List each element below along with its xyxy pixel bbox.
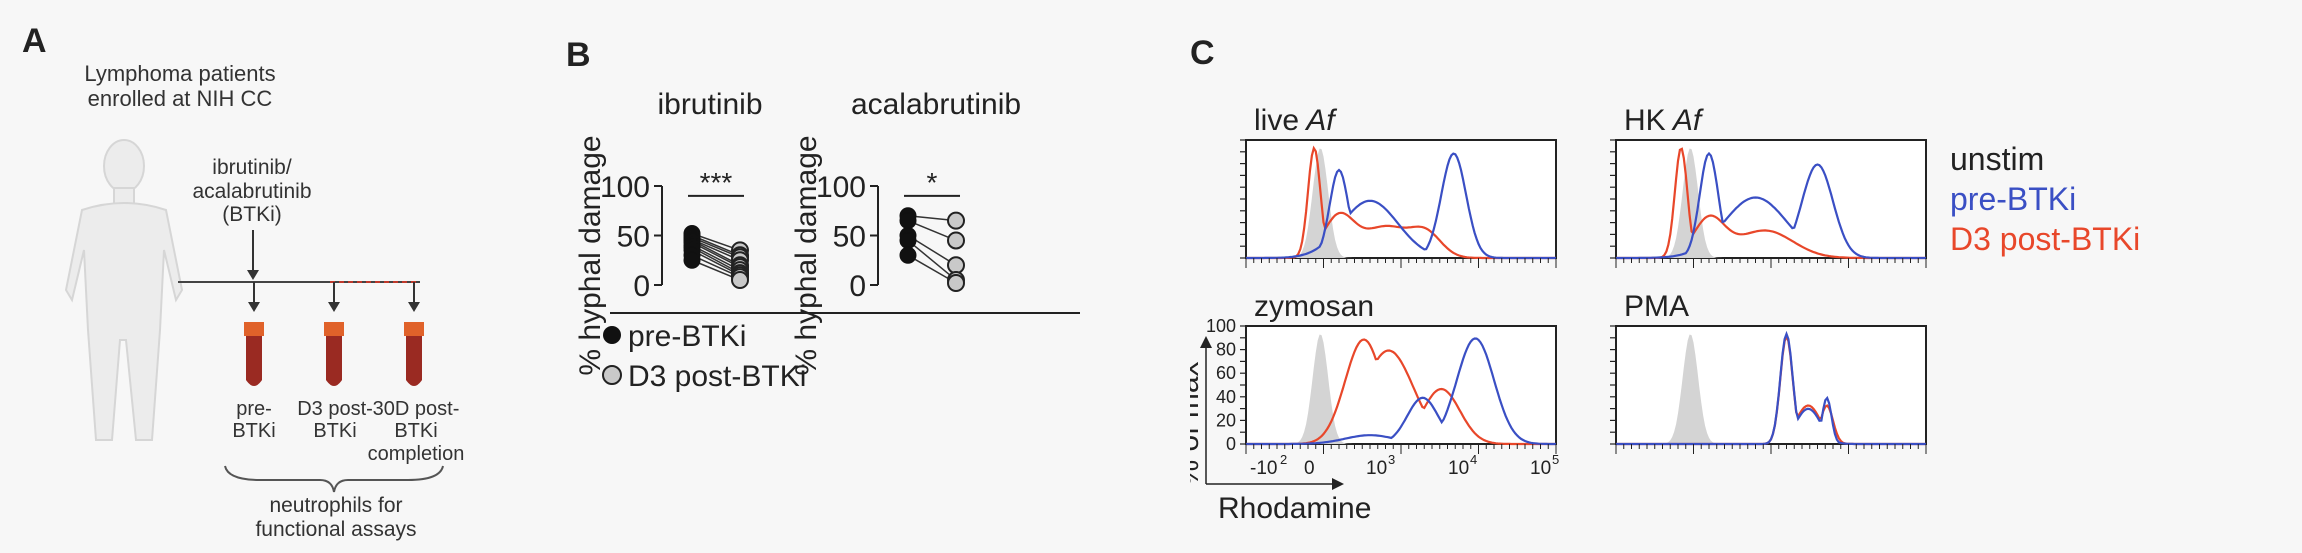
x-axis-label: Rhodamine [1218, 492, 1371, 525]
pre-btki-point [899, 246, 917, 264]
tube1-label-line1: pre- [236, 398, 272, 420]
x-tick-label: 0 [1304, 458, 1315, 479]
y-tick-label: 100 [600, 171, 650, 204]
blood-tube-icon [404, 322, 424, 386]
post-btki-point [947, 231, 965, 250]
post-btki-point [947, 211, 965, 230]
x-tick-label: -10 [1250, 458, 1277, 479]
y-tick-label: 0 [633, 270, 650, 303]
tube2-label-line2: BTKi [313, 420, 357, 443]
pre-btki-point [899, 231, 917, 249]
panel-c-letter: C [1190, 34, 1215, 72]
drug-label-line3: (BTKi) [222, 203, 282, 227]
post-btki-point [947, 274, 965, 293]
panel-b-letter: B [566, 36, 591, 74]
y-axis-label: % hyphal damage [574, 135, 607, 375]
post-btki-point [947, 256, 965, 275]
post-btki-point [731, 271, 749, 290]
x-arrow-head [1332, 478, 1344, 490]
plot-title: acalabrutinib [851, 88, 1021, 121]
drug-label-line1: ibrutinib/ [212, 156, 292, 179]
tube3-label-line3: completion [367, 442, 465, 465]
x-tick-label: 10 [1366, 458, 1387, 479]
legend-label: unstim [1950, 141, 2044, 177]
pre-btki-histogram [1246, 337, 1556, 446]
histogram-title: PMA [1624, 290, 1689, 323]
pre-btki-point [683, 251, 701, 269]
legend-label-post: D3 post-BTKi [628, 360, 806, 393]
histogram-title: live Af [1254, 104, 1337, 137]
histogram-3: zymosan [1240, 290, 1557, 454]
tube3-label-line1: 30D post- [372, 398, 460, 420]
bracket-label-line2: functional assays [255, 517, 417, 541]
y-tick-label: 40 [1216, 387, 1236, 407]
histogram-title: zymosan [1254, 290, 1374, 323]
histogram-frame [1245, 139, 1557, 259]
unstim-histogram [1246, 334, 1556, 444]
panel-b-charts: ibrutinib % hyphal damage 0 50 100 *** acalabr… [574, 88, 1080, 393]
blood-tube-icon [244, 322, 264, 386]
patient-silhouette-icon [64, 139, 184, 441]
legend-marker-pre [603, 326, 621, 344]
x-tick-label: 10 [1448, 458, 1469, 479]
x-tick-exp: 2 [1280, 452, 1287, 467]
tube3-label-line2: BTKi [394, 420, 438, 443]
y-arrow-head [1200, 336, 1212, 348]
histogram-4: PMA [1610, 290, 1927, 454]
tube1-label: pre- BTKi [214, 398, 294, 443]
tube3-label: 30D post- BTKi completion [364, 398, 468, 465]
x-tick-exp: 4 [1470, 452, 1477, 467]
histogram-frame [1615, 325, 1927, 445]
tube2-label-line1: D3 post- [297, 398, 373, 420]
pre-btki-histogram [1246, 152, 1556, 260]
y-tick-label: 20 [1216, 410, 1236, 430]
panel-a-diagram [64, 139, 444, 493]
y-tick-label: 0 [1226, 434, 1236, 454]
unstim-histogram [1246, 148, 1556, 258]
drug-label: ibrutinib/ acalabrutinib (BTKi) [172, 156, 332, 227]
blood-tube-icon [324, 322, 344, 386]
histogram-1: live Af [1240, 104, 1557, 268]
bracket-label: neutrophils for functional assays [246, 494, 426, 541]
drug-label-line2: acalabrutinib [192, 179, 312, 203]
histogram-title: HK Af [1624, 104, 1704, 137]
y-axis-label: % hyphal damage [790, 135, 823, 375]
y-tick-label: 50 [617, 221, 650, 254]
panel-a-title-line2: enrolled at NIH CC [87, 85, 273, 111]
tube1-label-line2: BTKi [232, 420, 276, 443]
x-tick-exp: 3 [1388, 452, 1395, 467]
tube2-label: D3 post- BTKi [290, 398, 380, 443]
y-tick-label: 0 [849, 270, 866, 303]
panel-a-title-line1: Lymphoma patients [84, 61, 276, 86]
panel-a-title: Lymphoma patients enrolled at NIH CC [50, 61, 310, 111]
bracket-label-line1: neutrophils for [269, 494, 403, 517]
legend-marker-post [602, 365, 622, 385]
x-tick-label: 10 [1530, 458, 1551, 479]
y-tick-label: 100 [816, 171, 866, 204]
legend-label: pre-BTKi [1950, 181, 2076, 217]
pair-line [907, 239, 957, 281]
legend-label-pre: pre-BTKi [628, 320, 746, 353]
significance-label: * [927, 167, 938, 198]
plot-title: ibrutinib [657, 88, 762, 121]
x-tick-exp: 5 [1552, 452, 1559, 467]
y-axis-label: % of max [1190, 361, 1205, 486]
panel-a-letter: A [22, 22, 47, 60]
curly-bracket-icon [224, 465, 444, 493]
unstim-histogram [1616, 334, 1926, 444]
legend-label: D3 post-BTKi [1950, 221, 2140, 257]
pre-btki-histogram [1616, 330, 1926, 446]
y-tick-label: 80 [1216, 340, 1236, 360]
y-tick-label: 60 [1216, 363, 1236, 383]
paired-plot-1: ibrutinib % hyphal damage 0 50 100 *** [574, 88, 763, 376]
pre-btki-point [899, 212, 917, 230]
y-tick-label: 100 [1206, 316, 1236, 336]
significance-label: *** [700, 167, 733, 198]
histogram-frame [1615, 139, 1927, 259]
histogram-2: HK Af [1610, 104, 1927, 268]
pre-btki-histogram [1616, 151, 1926, 260]
y-tick-label: 50 [833, 221, 866, 254]
paired-plot-2: acalabrutinib % hyphal damage 0 50 100 * [790, 88, 1021, 376]
